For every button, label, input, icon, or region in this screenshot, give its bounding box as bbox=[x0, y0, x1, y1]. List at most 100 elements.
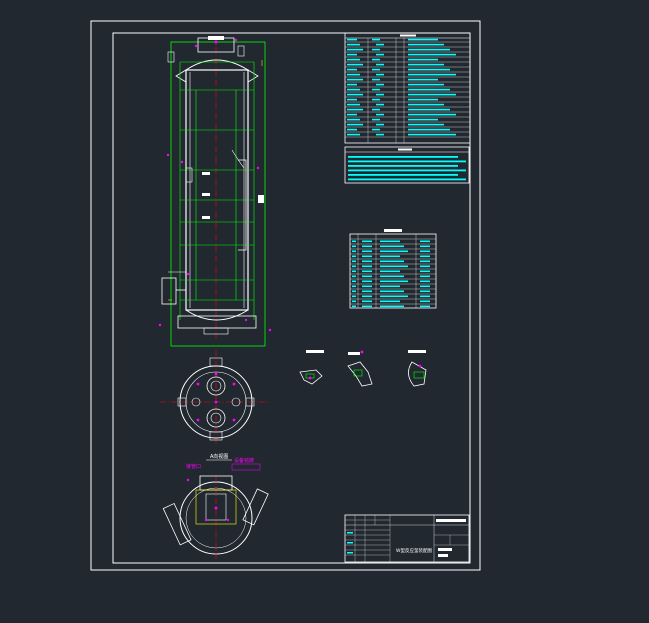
nozzle-cell-text bbox=[420, 270, 430, 273]
nozzle-schedule-table bbox=[349, 229, 437, 309]
title-block: W型反应釜装配图 bbox=[344, 514, 470, 563]
spec-row-text bbox=[347, 43, 360, 46]
nozzle-cell-text bbox=[362, 245, 372, 248]
nozzle-cell-text bbox=[362, 285, 372, 288]
top-head bbox=[185, 59, 249, 71]
spec-row-text bbox=[408, 58, 438, 61]
detail-views bbox=[299, 350, 427, 387]
nozzle-cell-text bbox=[362, 290, 372, 293]
nozzle-cell-text bbox=[362, 295, 372, 298]
nozzle-cell-text bbox=[352, 295, 356, 298]
nozzle-cell-text bbox=[420, 250, 430, 253]
spec-row-text bbox=[347, 123, 363, 126]
spec-row-text bbox=[347, 48, 363, 51]
a-view-mount-frame bbox=[195, 489, 237, 525]
nozzle-cell-text bbox=[352, 305, 356, 308]
spec-row-text bbox=[372, 98, 380, 101]
spec-row-text bbox=[408, 128, 450, 131]
nozzle-cell-text bbox=[380, 275, 404, 278]
spec-row-text bbox=[347, 98, 357, 101]
plan-nozzle-bottom bbox=[206, 408, 226, 428]
spec-row-text bbox=[372, 58, 380, 61]
spec-row-text bbox=[376, 93, 384, 96]
nozzle-cell-text bbox=[352, 270, 356, 273]
detail-view-2 bbox=[347, 361, 373, 387]
nozzle-cell-text bbox=[352, 260, 356, 263]
spec-row-text bbox=[347, 83, 357, 86]
note-line bbox=[348, 156, 458, 158]
spec-row-text bbox=[408, 113, 456, 116]
spec-row-text bbox=[376, 113, 384, 116]
nozzle-cell-text bbox=[380, 305, 404, 308]
nozzle-cell-text bbox=[380, 255, 400, 258]
spec-row-text bbox=[408, 48, 450, 51]
spec-row-text bbox=[376, 73, 384, 76]
nozzle-cell-text bbox=[380, 260, 404, 263]
spec-row-text bbox=[408, 43, 444, 46]
nozzle-cell-text bbox=[420, 265, 430, 268]
spec-row-text bbox=[372, 68, 380, 71]
nozzle-cell-text bbox=[380, 295, 408, 298]
spec-row-text bbox=[347, 58, 360, 61]
spec-row-text bbox=[408, 78, 438, 81]
spec-row-text bbox=[372, 118, 380, 121]
nozzle-cell-text bbox=[352, 280, 356, 283]
spec-row-text bbox=[372, 48, 380, 51]
spec-row-text bbox=[408, 88, 450, 91]
nozzle-cell-text bbox=[420, 295, 430, 298]
spec-row-text bbox=[408, 63, 444, 66]
nozzle-cell-text bbox=[352, 250, 356, 253]
nozzle-cell-text bbox=[362, 250, 372, 253]
spec-row-text bbox=[347, 108, 363, 111]
spec-row-text bbox=[372, 108, 380, 111]
nozzle-cell-text bbox=[420, 290, 430, 293]
spec-row-text bbox=[376, 63, 384, 66]
nozzle-cell-text bbox=[362, 260, 372, 263]
nozzle-cell-text bbox=[380, 300, 400, 303]
vessel-plan-view bbox=[160, 350, 268, 446]
spec-row-text bbox=[347, 103, 360, 106]
side-nozzle-assembly bbox=[161, 277, 177, 305]
nozzle-cell-text bbox=[362, 255, 372, 258]
spec-row-text bbox=[376, 103, 384, 106]
spec-row-text bbox=[347, 38, 357, 41]
nozzle-cell-text bbox=[362, 300, 372, 303]
nozzle-cell-text bbox=[352, 255, 356, 258]
outer-frame bbox=[90, 20, 481, 571]
spec-row-text bbox=[376, 123, 384, 126]
spec-row-text bbox=[376, 83, 384, 86]
spec-row-text bbox=[347, 78, 363, 81]
nozzle-cell-text bbox=[380, 285, 400, 288]
note-line bbox=[348, 165, 458, 167]
spec-row-text bbox=[408, 123, 444, 126]
nozzle-cell-text bbox=[362, 240, 372, 243]
nozzle-cell-text bbox=[420, 280, 430, 283]
nozzle-cell-text bbox=[380, 245, 404, 248]
nozzle-cell-text bbox=[362, 275, 372, 278]
a-direction-view: A向视图 接管口 设备铭牌 bbox=[162, 453, 269, 560]
inner-frame bbox=[112, 32, 471, 564]
spec-row-text bbox=[347, 88, 360, 91]
spec-row-text bbox=[372, 38, 380, 41]
spec-row-text bbox=[347, 73, 360, 76]
spec-row-text bbox=[347, 118, 360, 121]
spec-row-text bbox=[376, 43, 384, 46]
nozzle-cell-text bbox=[420, 305, 430, 308]
detail-view-1 bbox=[299, 369, 323, 385]
note-line bbox=[348, 169, 466, 172]
spec-row-text bbox=[408, 103, 444, 106]
spec-row-text bbox=[408, 53, 456, 56]
a-view-right-nozzle bbox=[242, 488, 269, 526]
nozzle-cell-text bbox=[420, 285, 430, 288]
nozzle-cell-text bbox=[420, 275, 430, 278]
nozzle-cell-text bbox=[420, 240, 430, 243]
spec-row-text bbox=[347, 133, 360, 136]
annotation-nozzle: 接管口 bbox=[186, 463, 201, 470]
nozzle-cell-text bbox=[352, 285, 356, 288]
support-lug-left bbox=[175, 69, 187, 83]
spec-row-text bbox=[372, 78, 380, 81]
nozzle-cell-text bbox=[352, 290, 356, 293]
spec-row-text bbox=[347, 53, 357, 56]
technical-specs-table bbox=[344, 32, 471, 144]
